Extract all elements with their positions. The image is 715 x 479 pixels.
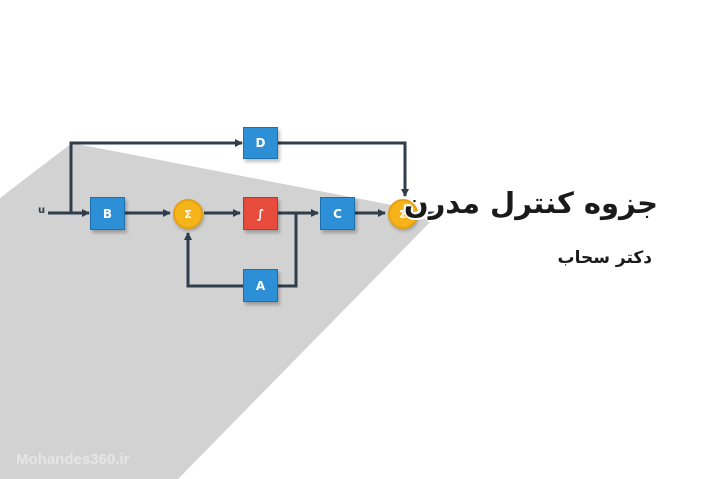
background-shadow — [0, 143, 438, 479]
block-a: A — [243, 269, 278, 302]
wire-u-to-d — [69, 139, 243, 213]
block-integrator: ∫ — [243, 197, 278, 230]
block-d: D — [243, 127, 278, 159]
summing-junction-second: Σ — [388, 199, 418, 229]
page-title: جزوه کنترل مدرن — [403, 186, 658, 220]
block-b: B — [90, 197, 125, 230]
block-c: C — [320, 197, 355, 230]
wire-d-to-sum2 — [278, 141, 409, 197]
wire-a-to-sum1 — [184, 232, 243, 288]
input-label-u: u — [38, 205, 46, 216]
author-name: دکتر سحاب — [557, 248, 652, 268]
summing-junction-first: Σ — [173, 199, 203, 229]
watermark: Mohandes360.ir — [16, 451, 130, 468]
wire-state-to-a — [278, 213, 298, 288]
